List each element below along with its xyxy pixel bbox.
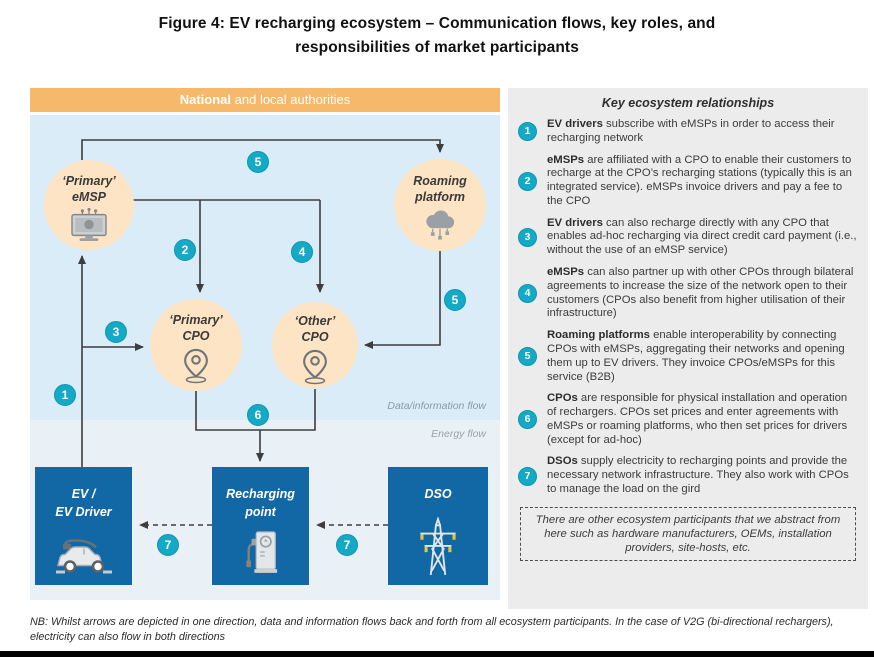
- label-energy-flow: Energy flow: [431, 428, 486, 440]
- item-number-badge: 3: [518, 227, 537, 247]
- node-roaming-platform-label: Roaming platform: [413, 174, 467, 205]
- badge-4: 4: [291, 241, 313, 263]
- node-other-cpo-label: ‘Other’ CPO: [294, 314, 336, 345]
- location-pin-icon: [184, 348, 208, 383]
- transmission-tower-icon: [420, 517, 456, 576]
- figure-footnote: NB: Whilst arrows are depicted in one di…: [30, 616, 834, 643]
- box-dso: DSO: [388, 467, 488, 585]
- box-ev-driver: EV / EV Driver: [35, 467, 132, 585]
- authorities-bar-label: and local authorities: [234, 92, 351, 107]
- key-relationship-item-1: 1 EV drivers subscribe with eMSPs in ord…: [518, 118, 858, 146]
- label-data-flow: Data/information flow: [387, 400, 486, 412]
- node-primary-cpo: ‘Primary’ CPO: [150, 299, 242, 391]
- ecosystem-diagram: National and local authorities: [30, 88, 500, 625]
- badge-7-left: 7: [157, 534, 179, 556]
- badge-3: 3: [105, 321, 127, 343]
- car-icon: [55, 539, 112, 574]
- cloud-network-icon: [426, 209, 455, 240]
- monitor-icon: [71, 207, 107, 241]
- box-dso-label: DSO: [424, 487, 452, 501]
- item-text: CPOs are responsible for physical instal…: [547, 392, 848, 446]
- badge-1: 1: [54, 384, 76, 406]
- other-participants-note: There are other ecosystem participants t…: [520, 506, 856, 562]
- key-relationships-panel: Key ecosystem relationships 1 EV drivers…: [508, 88, 868, 609]
- item-number-badge: 7: [518, 466, 537, 486]
- item-number-badge: 6: [518, 410, 537, 430]
- key-relationship-item-4: 4 eMSPs can also partner up with other C…: [518, 266, 858, 321]
- node-primary-emsp: ‘Primary’ eMSP: [44, 160, 134, 250]
- item-number-badge: 4: [518, 284, 537, 304]
- key-relationship-item-2: 2 eMSPs are affiliated with a CPO to ena…: [518, 154, 858, 209]
- key-relationship-item-5: 5 Roaming platforms enable interoperabil…: [518, 329, 858, 384]
- badge-7-right: 7: [336, 534, 358, 556]
- item-text: EV drivers can also recharge directly wi…: [547, 216, 857, 257]
- node-other-cpo: ‘Other’ CPO: [272, 302, 358, 388]
- box-recharging-point-label: Recharging point: [226, 487, 295, 520]
- item-text: eMSPs are affiliated with a CPO to enabl…: [547, 153, 852, 207]
- badge-6: 6: [247, 404, 269, 426]
- item-text: Roaming platforms enable interoperabilit…: [547, 329, 845, 383]
- key-relationship-item-3: 3 EV drivers can also recharge directly …: [518, 217, 858, 258]
- authorities-bar-label-bold: National: [179, 92, 232, 107]
- box-ev-driver-label: EV / EV Driver: [55, 487, 112, 520]
- charging-station-icon: [245, 531, 277, 573]
- item-text: EV drivers subscribe with eMSPs in order…: [547, 118, 835, 144]
- item-text: DSOs supply electricity to recharging po…: [547, 455, 849, 495]
- figure-title: Figure 4: EV recharging ecosystem – Comm…: [158, 15, 716, 57]
- authorities-bar: National and local authorities: [30, 88, 500, 112]
- key-panel-title: Key ecosystem relationships: [601, 96, 775, 110]
- location-pin-icon: [303, 349, 327, 384]
- key-relationship-item-7: 7 DSOs supply electricity to recharging …: [518, 455, 858, 496]
- badge-5-top: 5: [247, 151, 269, 173]
- item-number-badge: 5: [518, 347, 537, 367]
- box-recharging-point: Recharging point: [212, 467, 309, 585]
- item-number-badge: 1: [518, 122, 537, 142]
- badge-5-right: 5: [444, 289, 466, 311]
- item-number-badge: 2: [518, 171, 537, 191]
- bottom-rule: [0, 651, 874, 657]
- key-relationship-item-6: 6 CPOs are responsible for physical inst…: [518, 392, 858, 447]
- badge-2: 2: [174, 239, 196, 261]
- node-primary-emsp-label: ‘Primary’ eMSP: [62, 174, 116, 205]
- item-text: eMSPs can also partner up with other CPO…: [547, 266, 854, 320]
- node-roaming-platform: Roaming platform: [394, 159, 486, 251]
- node-primary-cpo-label: ‘Primary’ CPO: [169, 313, 223, 344]
